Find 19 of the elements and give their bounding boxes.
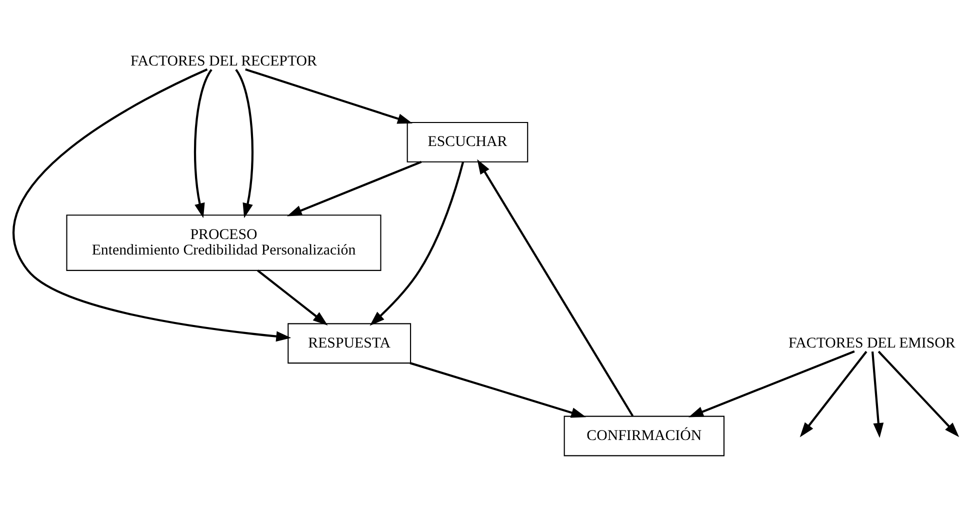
arrow: [256, 270, 328, 326]
arrow: [12, 68, 291, 342]
arrow: [877, 350, 959, 438]
node-box: RESPUESTA: [287, 323, 411, 364]
arrow: [870, 351, 884, 438]
arrow: [193, 69, 212, 218]
node-box: PROCESO Entendimiento Credibilidad Personalización: [66, 214, 381, 271]
arrow: [244, 68, 412, 124]
arrow: [799, 350, 867, 438]
arrow: [409, 362, 586, 418]
arrow: [234, 69, 254, 218]
node-text: FACTORES DEL EMISOR: [788, 335, 955, 352]
arrow: [476, 159, 634, 417]
arrow: [286, 160, 422, 216]
node-text: FACTORES DEL RECEPTOR: [130, 53, 316, 70]
node-box: CONFIRMACIÓN: [563, 416, 724, 456]
node-box: ESCUCHAR: [406, 122, 528, 162]
arrow: [688, 350, 854, 418]
arrow: [369, 162, 464, 326]
